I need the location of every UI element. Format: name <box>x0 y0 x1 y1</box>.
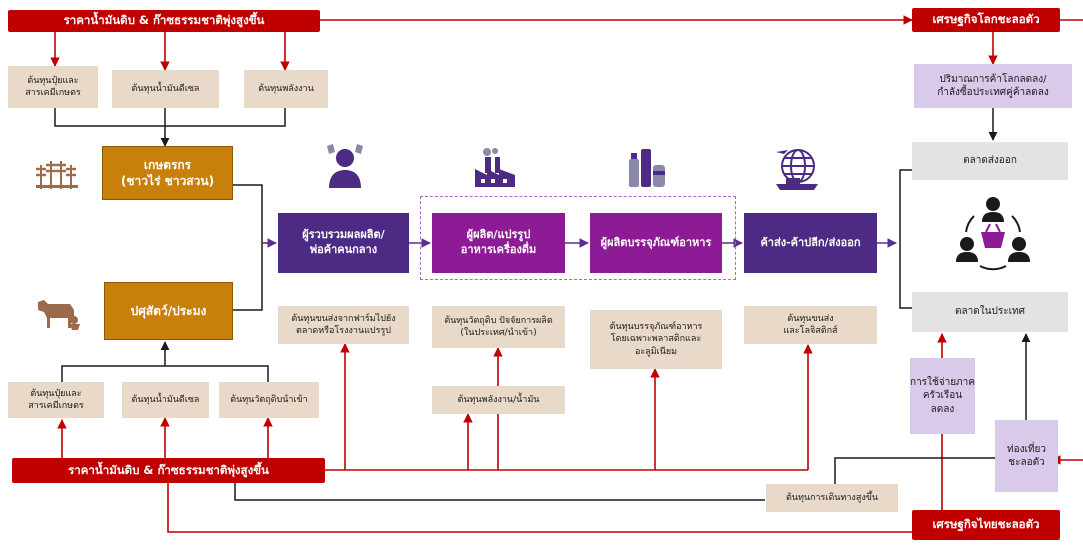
world-trade-decline: ปริมาณการค้าโลกลดลง/ กำลังซื้อประเทศคู่ค… <box>914 64 1072 108</box>
oil-gas-price-top: ราคาน้ำมันดิบ & ก๊าซธรรมชาติพุ่งสูงขึ้น <box>8 10 320 32</box>
energy-cost-top: ต้นทุนพลังงาน <box>244 70 328 108</box>
global-economy-slowdown: เศรษฐกิจโลกชะลอตัว <box>912 8 1060 32</box>
energy-oil-cost: ต้นทุนพลังงาน/น้ำมัน <box>432 386 565 414</box>
factory-icon <box>475 148 515 187</box>
export-market: ตลาดส่งออก <box>912 142 1068 180</box>
cow-chicken-icon <box>38 300 80 330</box>
collectors-middlemen-box: ผู้รวบรวมผลผลิต/ พ่อค้าคนกลาง <box>278 213 409 273</box>
food-processors-box: ผู้ผลิต/แปรรูป อาหารเครื่องดื่ม <box>432 213 565 273</box>
oil-gas-price-bottom: ราคาน้ำมันดิบ & ก๊าซธรรมชาติพุ่งสูงขึ้น <box>12 458 325 483</box>
travel-cost: ต้นทุนการเดินทางสูงขึ้น <box>766 484 898 512</box>
imported-raw-material-cost: ต้นทุนวัตถุดิบนำเข้า <box>219 382 319 418</box>
food-packaging-icon <box>629 149 665 187</box>
livestock-fishery-box: ปศุสัตว์/ประมง <box>104 282 233 340</box>
fertilizer-cost-bottom: ต้นทุนปุ๋ยและ สารเคมีเกษตร <box>8 382 104 418</box>
wheat-icon <box>36 161 78 189</box>
domestic-market: ตลาดในประเทศ <box>912 292 1068 332</box>
diesel-cost-top: ต้นทุนน้ำมันดีเซล <box>112 70 219 108</box>
diesel-cost-bottom: ต้นทุนน้ำมันดีเซล <box>122 382 209 418</box>
fertilizer-cost-top: ต้นทุนปุ๋ยและ สารเคมีเกษตร <box>8 66 98 108</box>
food-packaging-cost: ต้นทุนบรรจุภัณฑ์อาหาร โดยเฉพาะพลาสติกและ… <box>590 310 722 369</box>
farmers-box: เกษตรกร (ชาวไร่ ชาวสวน) <box>102 146 233 200</box>
household-spending-decline: การใช้จ่ายภาค ครัวเรือน ลดลง <box>910 358 975 434</box>
wholesale-retail-export-box: ค้าส่ง-ค้าปลีก/ส่งออก <box>744 213 877 273</box>
globe-trade-icon <box>776 149 818 190</box>
farmer-person-icon <box>327 144 363 188</box>
tourism-slowdown: ท่องเที่ยว ชะลอตัว <box>995 420 1058 492</box>
farm-transport-cost: ต้นทุนขนส่งจากฟาร์มไปยัง ตลาดหรือโรงงานแ… <box>278 306 409 344</box>
packaging-producers-box: ผู้ผลิตบรรจุภัณฑ์อาหาร <box>590 213 722 273</box>
raw-material-input-cost: ต้นทุนวัตถุดิบ ปัจจัยการผลิต (ในประเทศ/น… <box>432 306 565 348</box>
logistics-cost: ต้นทุนขนส่ง และโลจิสติกส์ <box>744 306 877 344</box>
thai-economy-slowdown: เศรษฐกิจไทยชะลอตัว <box>912 510 1060 540</box>
processing-group-outline <box>420 196 736 280</box>
consumers-basket-icon <box>956 197 1030 271</box>
